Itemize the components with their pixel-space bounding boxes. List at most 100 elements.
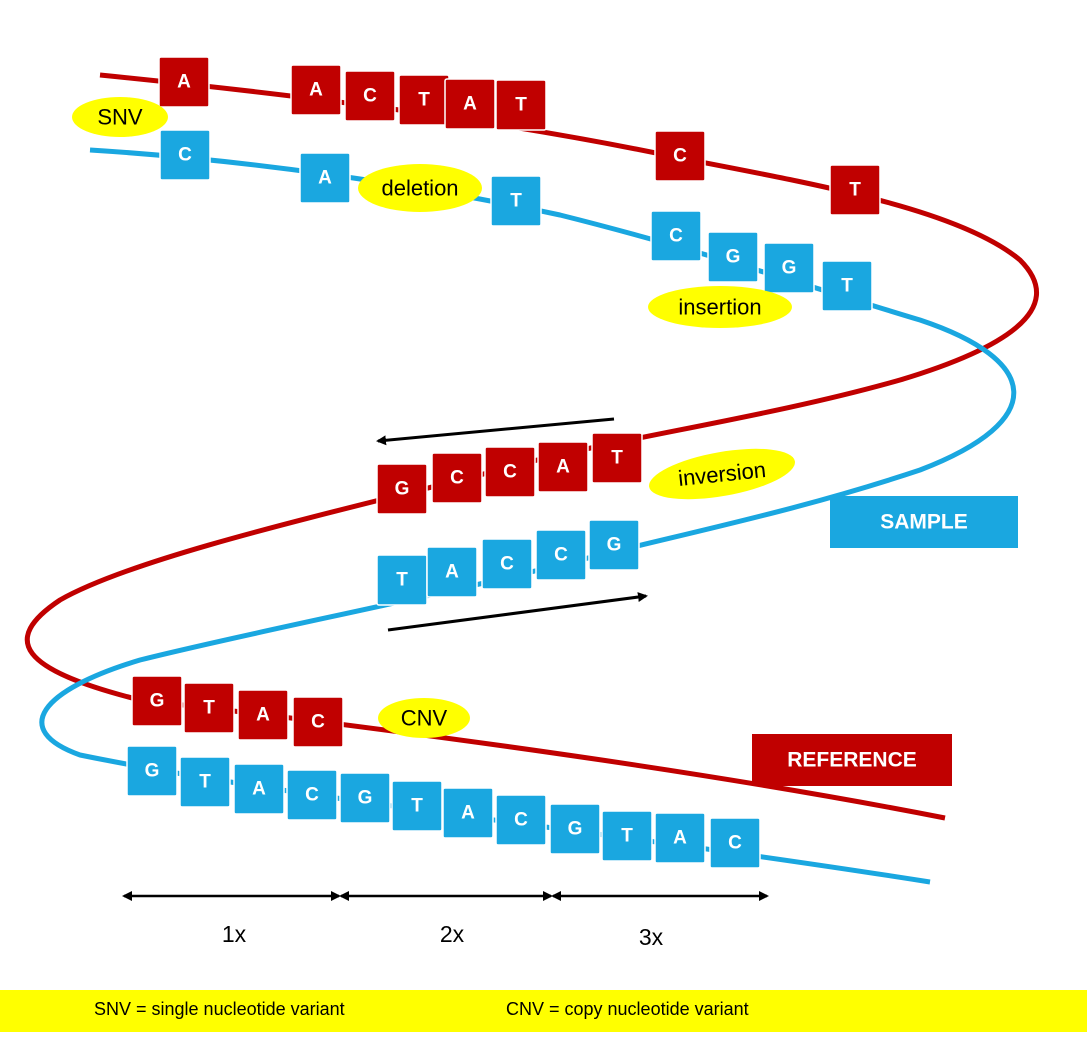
reference-base: A	[537, 441, 589, 493]
legend-snv: SNV = single nucleotide variant	[94, 999, 345, 1019]
svg-text:G: G	[358, 788, 373, 809]
reference-base: G	[131, 675, 183, 727]
reference-base: C	[654, 130, 706, 182]
reference-base: A	[158, 56, 210, 108]
svg-text:G: G	[568, 819, 583, 840]
reference-base: A	[237, 689, 289, 741]
svg-text:G: G	[726, 247, 741, 268]
reference-base: T	[591, 432, 643, 484]
svg-text:G: G	[395, 479, 410, 500]
sample-base: A	[654, 812, 706, 864]
reference-base: C	[484, 446, 536, 498]
sample-base: C	[535, 529, 587, 581]
svg-text:T: T	[849, 180, 861, 201]
reference-base: T	[398, 74, 450, 126]
insertion-annotation: insertion	[648, 286, 792, 328]
insertion-annotation-label: insertion	[678, 295, 761, 320]
sample-base: C	[495, 794, 547, 846]
snv-annotation-label: SNV	[97, 105, 143, 130]
reference-base: T	[829, 164, 881, 216]
svg-text:C: C	[305, 785, 319, 806]
svg-text:G: G	[782, 258, 797, 279]
sample-base: T	[821, 260, 873, 312]
svg-text:C: C	[514, 810, 528, 831]
sample-base: A	[233, 763, 285, 815]
reference-base: C	[431, 452, 483, 504]
cnv-annotation-label: CNV	[401, 706, 448, 731]
svg-text:C: C	[728, 833, 742, 854]
sample-base: T	[391, 780, 443, 832]
sample-base: T	[490, 175, 542, 227]
sample-base: G	[339, 772, 391, 824]
sample-base: C	[650, 210, 702, 262]
svg-text:A: A	[177, 72, 191, 93]
scale-label-2x: 2x	[440, 921, 465, 947]
sample-base: A	[426, 546, 478, 598]
reference-base: C	[344, 70, 396, 122]
svg-text:A: A	[256, 705, 270, 726]
scale-label-3x: 3x	[639, 924, 664, 950]
svg-text:T: T	[621, 826, 633, 847]
svg-text:A: A	[318, 168, 332, 189]
sample-base: C	[286, 769, 338, 821]
svg-text:C: C	[363, 86, 377, 107]
reference-bases: A A C T A T C T G C C A T G T A C	[131, 56, 881, 748]
svg-text:A: A	[309, 80, 323, 101]
sample-base: A	[442, 787, 494, 839]
svg-text:G: G	[145, 761, 160, 782]
svg-text:A: A	[463, 94, 477, 115]
svg-text:A: A	[556, 457, 570, 478]
legend-cnv: CNV = copy nucleotide variant	[506, 999, 749, 1019]
sample-base: C	[481, 538, 533, 590]
deletion-annotation: deletion	[358, 164, 482, 212]
svg-text:T: T	[203, 698, 215, 719]
sample-label-text: SAMPLE	[880, 511, 968, 534]
svg-text:A: A	[445, 562, 459, 583]
reference-base: T	[183, 682, 235, 734]
reference-label-text: REFERENCE	[787, 749, 917, 772]
sample-base: C	[709, 817, 761, 869]
svg-text:T: T	[418, 90, 430, 111]
svg-text:T: T	[411, 796, 423, 817]
sample-base: T	[376, 554, 428, 606]
reference-base: T	[495, 79, 547, 131]
svg-text:A: A	[673, 828, 687, 849]
svg-text:C: C	[503, 462, 517, 483]
snv-annotation: SNV	[72, 97, 168, 137]
sample-base: T	[179, 756, 231, 808]
scale-label-1x: 1x	[222, 921, 247, 947]
svg-text:T: T	[611, 448, 623, 469]
reference-base: C	[292, 696, 344, 748]
legend-bar: SNV = single nucleotide variant CNV = co…	[0, 990, 1087, 1032]
inversion-arrow-reference	[376, 417, 615, 446]
svg-text:C: C	[178, 145, 192, 166]
copy-scale: 1x 2x 3x	[122, 891, 769, 950]
sample-bases: C A T C G G T T A C C G G T A C G T A C …	[126, 129, 873, 869]
sample-base: G	[549, 803, 601, 855]
reference-base: A	[290, 64, 342, 116]
deletion-annotation-label: deletion	[381, 176, 458, 201]
inversion-arrow-sample	[387, 592, 648, 632]
svg-text:A: A	[461, 803, 475, 824]
reference-base: A	[444, 78, 496, 130]
svg-text:T: T	[841, 276, 853, 297]
reference-base: G	[376, 463, 428, 515]
svg-text:T: T	[396, 570, 408, 591]
sample-base: G	[126, 745, 178, 797]
cnv-annotation: CNV	[378, 698, 470, 738]
svg-text:A: A	[252, 779, 266, 800]
inversion-annotation: inversion	[649, 448, 795, 500]
sample-base: G	[707, 231, 759, 283]
svg-text:C: C	[669, 226, 683, 247]
sample-base: G	[588, 519, 640, 571]
svg-text:C: C	[450, 468, 464, 489]
sample-base: G	[763, 242, 815, 294]
svg-text:C: C	[311, 712, 325, 733]
svg-text:T: T	[510, 191, 522, 212]
svg-text:C: C	[673, 146, 687, 167]
svg-text:G: G	[607, 535, 622, 556]
svg-text:C: C	[554, 545, 568, 566]
svg-text:T: T	[515, 95, 527, 116]
svg-text:T: T	[199, 772, 211, 793]
